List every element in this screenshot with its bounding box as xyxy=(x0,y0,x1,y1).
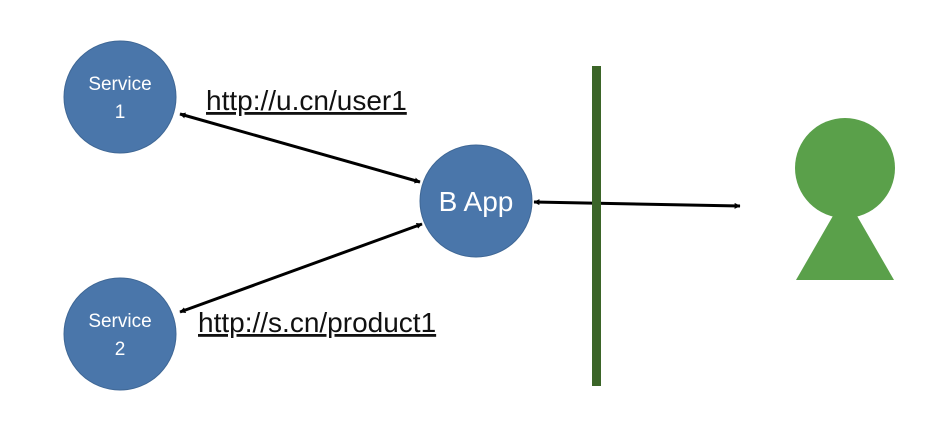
service-1-label-line2: 1 xyxy=(115,102,126,123)
service-1-node: Service 1 xyxy=(63,40,177,154)
service-2-label-line1: Service xyxy=(88,311,151,332)
b-app-label: B App xyxy=(439,186,514,217)
arrow-service2-bapp xyxy=(179,222,423,314)
b-app-node: B App xyxy=(419,144,533,258)
product-url-link[interactable]: http://s.cn/product1 xyxy=(198,307,436,338)
service-2-label-line2: 2 xyxy=(115,339,126,360)
service-2-node: Service 2 xyxy=(63,277,177,391)
service-1-label-line1: Service xyxy=(88,74,151,95)
arrow-bapp-user xyxy=(533,199,741,209)
arrow-service1-bapp xyxy=(179,112,421,184)
boundary-line xyxy=(592,66,601,386)
user-url-link[interactable]: http://u.cn/user1 xyxy=(206,85,407,116)
keyhole-user-icon xyxy=(795,118,895,280)
